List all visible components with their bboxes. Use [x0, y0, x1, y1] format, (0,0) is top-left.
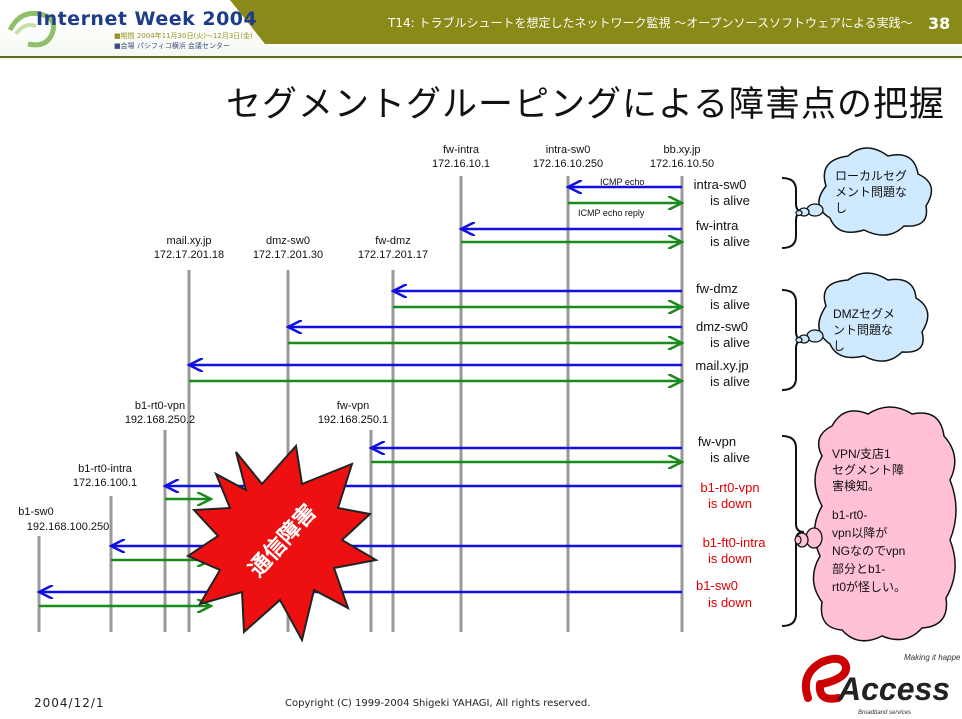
status-host-fw-vpn: fw-vpn [698, 434, 736, 449]
status-host-dmz-sw0: dmz-sw0 [696, 319, 748, 334]
host-name-b1-rt0-intra: b1-rt0-intra [78, 463, 133, 475]
group-braces [781, 177, 805, 627]
host-name-fw-dmz: fw-dmz [375, 235, 410, 247]
callout-local: ローカルセグ メント問題な し [795, 147, 933, 236]
status-host-fw-intra: fw-intra [696, 218, 739, 233]
footer-copyright: Copyright (C) 1999-2004 Shigeki YAHAGI, … [285, 698, 591, 709]
callout-vpn-line-1: VPN/支店1 [832, 447, 891, 461]
status-state-mail: is alive [710, 374, 750, 389]
host-name-mail: mail.xy.jp [166, 235, 211, 247]
status-state-fw-intra: is alive [710, 234, 750, 249]
event-info: ■期間 2004年11月30日(火)～12月3日(金) ■会場 パシフィコ横浜 … [114, 31, 253, 51]
callout-vpn-line-5: vpn以降が [832, 525, 887, 540]
failure-burst: 通信障害 [185, 443, 379, 643]
status-state-dmz-sw0: is alive [710, 335, 750, 350]
status-host-intra-sw0: intra-sw0 [694, 177, 747, 192]
host-ip-bb: 172.16.10.50 [650, 158, 714, 170]
callout-local-line-3: し [835, 201, 847, 215]
status-state-b1-sw0: is down [708, 595, 752, 610]
callout-local-line-1: ローカルセグ [835, 169, 907, 183]
status-host-b1-rt0-vpn: b1-rt0-vpn [700, 480, 759, 495]
slide-title: セグメントグルーピングによる障害点の把握 [226, 85, 945, 125]
logo-tagline: Making it happen [904, 653, 960, 662]
session-title: T14: トラブルシュートを想定したネットワーク監視 ～オープンソースソフトウェ… [388, 16, 913, 30]
logo-sub: Broadband services [858, 710, 911, 716]
status-host-b1-ft0-intra: b1-ft0-intra [703, 535, 767, 550]
status-state-intra-sw0: is alive [710, 193, 750, 208]
host-ip-b1-sw0: 192.168.100.250 [27, 521, 110, 533]
host-name-fw-vpn: fw-vpn [337, 400, 369, 412]
status-state-b1-ft0-intra: is down [708, 551, 752, 566]
event-venue: ■会場 パシフィコ横浜 会議センター [114, 42, 230, 50]
callout-dmz-line-3: し [833, 339, 845, 353]
status-host-b1-sw0: b1-sw0 [696, 578, 738, 593]
event-period: ■期間 2004年11月30日(火)～12月3日(金) [114, 32, 253, 40]
host-ip-fw-dmz: 172.17.201.17 [358, 249, 428, 261]
icmp-labels: ICMP echo ICMP echo reply [578, 177, 645, 218]
host-name-bb: bb.xy.jp [663, 144, 700, 156]
logo-name: Access [837, 671, 950, 707]
host-name-b1-sw0: b1-sw0 [18, 506, 53, 518]
callout-vpn: VPN/支店1 セグメント障 害検知。 b1-rt0- vpn以降が NGなので… [794, 406, 957, 642]
status-labels: intra-sw0 is alive fw-intra is alive fw-… [694, 177, 767, 610]
callout-dmz-line-2: ント問題な [833, 323, 893, 337]
host-name-b1-rt0-vpn: b1-rt0-vpn [135, 400, 185, 412]
callout-vpn-line-3: 害検知。 [832, 478, 880, 493]
event-title: Internet Week 2004 [36, 8, 258, 30]
banner-olive-bar [0, 0, 962, 58]
host-name-fw-intra: fw-intra [443, 144, 480, 156]
burst-shape [185, 443, 379, 643]
callout-local-line-2: メント問題な [835, 185, 907, 199]
status-host-fw-dmz: fw-dmz [696, 281, 738, 296]
status-state-fw-vpn: is alive [710, 450, 750, 465]
host-ip-intra-sw0: 172.16.10.250 [533, 158, 603, 170]
swirl-icon [7, 10, 56, 48]
host-ip-mail: 172.17.201.18 [154, 249, 224, 261]
host-ip-dmz-sw0: 172.17.201.30 [253, 249, 323, 261]
status-state-fw-dmz: is alive [710, 297, 750, 312]
header-banner: Internet Week 2004 ■期間 2004年11月30日(火)～12… [0, 0, 962, 60]
callout-vpn-line-8: rt0が怪しい。 [832, 579, 906, 594]
icmp-echo-label: ICMP echo [600, 177, 644, 187]
host-ip-fw-vpn: 192.168.250.1 [318, 414, 388, 426]
callout-vpn-line-6: NGなのでvpn [832, 544, 905, 558]
icmp-echo-reply-label: ICMP echo reply [578, 208, 645, 218]
host-name-intra-sw0: intra-sw0 [546, 144, 591, 156]
callout-dmz: DMZセグメ ント問題な し [795, 272, 929, 362]
callout-dmz-line-1: DMZセグメ [833, 307, 895, 321]
brace-vpn [781, 435, 805, 627]
host-ip-fw-intra: 172.16.10.1 [432, 158, 490, 170]
logo-e-mark [801, 654, 851, 703]
footer-date: 2004/12/1 [34, 696, 105, 710]
callout-vpn-line-4: b1-rt0- [832, 508, 867, 522]
callout-vpn-line-7: 部分とb1- [832, 561, 885, 576]
host-labels: bb.xy.jp 172.16.10.50 intra-sw0 172.16.1… [18, 144, 714, 533]
event-logo: Internet Week 2004 ■期間 2004年11月30日(火)～12… [6, 4, 257, 52]
page-number: 38 [928, 14, 951, 33]
host-ip-b1-rt0-vpn: 192.168.250.2 [125, 414, 195, 426]
callout-vpn-line-2: セグメント障 [832, 462, 904, 477]
status-state-b1-rt0-vpn: is down [708, 496, 752, 511]
status-host-mail: mail.xy.jp [695, 358, 748, 373]
eaccess-logo: Making it happen Access Broadband servic… [801, 653, 960, 716]
host-ip-b1-rt0-intra: 172.16.100.1 [73, 477, 137, 489]
host-name-dmz-sw0: dmz-sw0 [266, 235, 310, 247]
